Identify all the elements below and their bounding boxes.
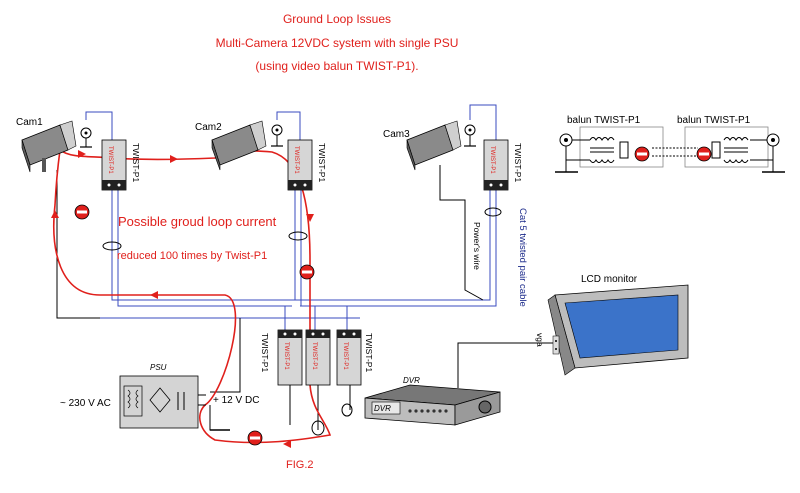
balun-cam3: TWIST-P1: [483, 139, 509, 191]
title-line-2: Multi-Camera 12VDC system with single PS…: [216, 36, 459, 50]
balun-cam2-label: TWIST-P1: [317, 143, 327, 182]
dvr-top-label: DVR: [403, 376, 420, 385]
balun-dvr-1: TWIST-P1: [277, 329, 303, 386]
balun-cam2-inner-label: TWIST-P1: [293, 146, 299, 174]
balun-cam1-label: TWIST-P1: [131, 143, 141, 182]
figure-caption: FIG.2: [286, 459, 314, 471]
reduced-annotation: reduced 100 times by Twist-P1: [117, 250, 267, 262]
psu-label: PSU: [150, 363, 167, 372]
balun-dvr-1-inner-label: TWIST-P1: [283, 342, 289, 370]
blocked-current-marker-3: [247, 430, 263, 446]
balun-dvr-2: TWIST-P1: [305, 329, 331, 386]
dvr-unit: [364, 384, 501, 426]
balun-dvr-3-inner-label: TWIST-P1: [342, 342, 348, 370]
balun-cam2: TWIST-P1: [287, 139, 313, 191]
balun-cam1-inner-label: TWIST-P1: [107, 146, 113, 174]
ferrite-ring-5: [341, 403, 353, 417]
camera-3: [406, 120, 476, 171]
ferrite-ring-3: [484, 207, 502, 217]
psu-dc-label: + 12 V DC: [213, 395, 259, 406]
monitor-vga-label: vga: [535, 333, 545, 347]
balun-dvr-1-label: TWIST-P1: [260, 333, 270, 372]
balun-detail-right-label: balun TWIST-P1: [677, 115, 751, 126]
monitor-label: LCD monitor: [581, 274, 638, 285]
balun-dvr-3: TWIST-P1: [336, 329, 362, 386]
balun-cam3-label: TWIST-P1: [513, 143, 523, 182]
dvr-front-label: DVR: [374, 404, 391, 413]
psu-unit: [119, 375, 230, 431]
title-line-1: Ground Loop Issues: [283, 12, 391, 26]
balun-dvr-2-inner-label: TWIST-P1: [311, 342, 317, 370]
camera-1: [21, 120, 92, 173]
balun-detail-left-label: balun TWIST-P1: [567, 115, 641, 126]
cable-network: [56, 104, 555, 431]
camera-3-label: Cam3: [383, 129, 410, 140]
camera-1-label: Cam1: [16, 117, 43, 128]
balun-dvr-3-label: TWIST-P1: [364, 333, 374, 372]
ferrite-ring-1: [102, 241, 122, 251]
title-line-3: (using video balun TWIST-P1).: [255, 59, 418, 73]
ferrite-ring-2: [288, 231, 308, 241]
cat5-annotation: Cat 5 twisted pair cable: [517, 208, 528, 307]
camera-2-label: Cam2: [195, 122, 222, 133]
lcd-monitor: [547, 284, 689, 376]
camera-2: [211, 120, 283, 171]
balun-cam1: TWIST-P1: [101, 139, 127, 191]
psu-ac-label: ~ 230 V AC: [60, 398, 111, 409]
loop-current-annotation: Possible groud loop current: [118, 214, 277, 229]
ferrite-ring-4: [311, 420, 325, 436]
balun-cam3-inner-label: TWIST-P1: [489, 146, 495, 174]
blocked-current-marker-2: [299, 264, 315, 280]
blocked-current-marker-1: [74, 204, 90, 220]
power-wire-annotation: Power's wire: [472, 222, 482, 270]
balun-schematic-detail: [555, 126, 785, 173]
